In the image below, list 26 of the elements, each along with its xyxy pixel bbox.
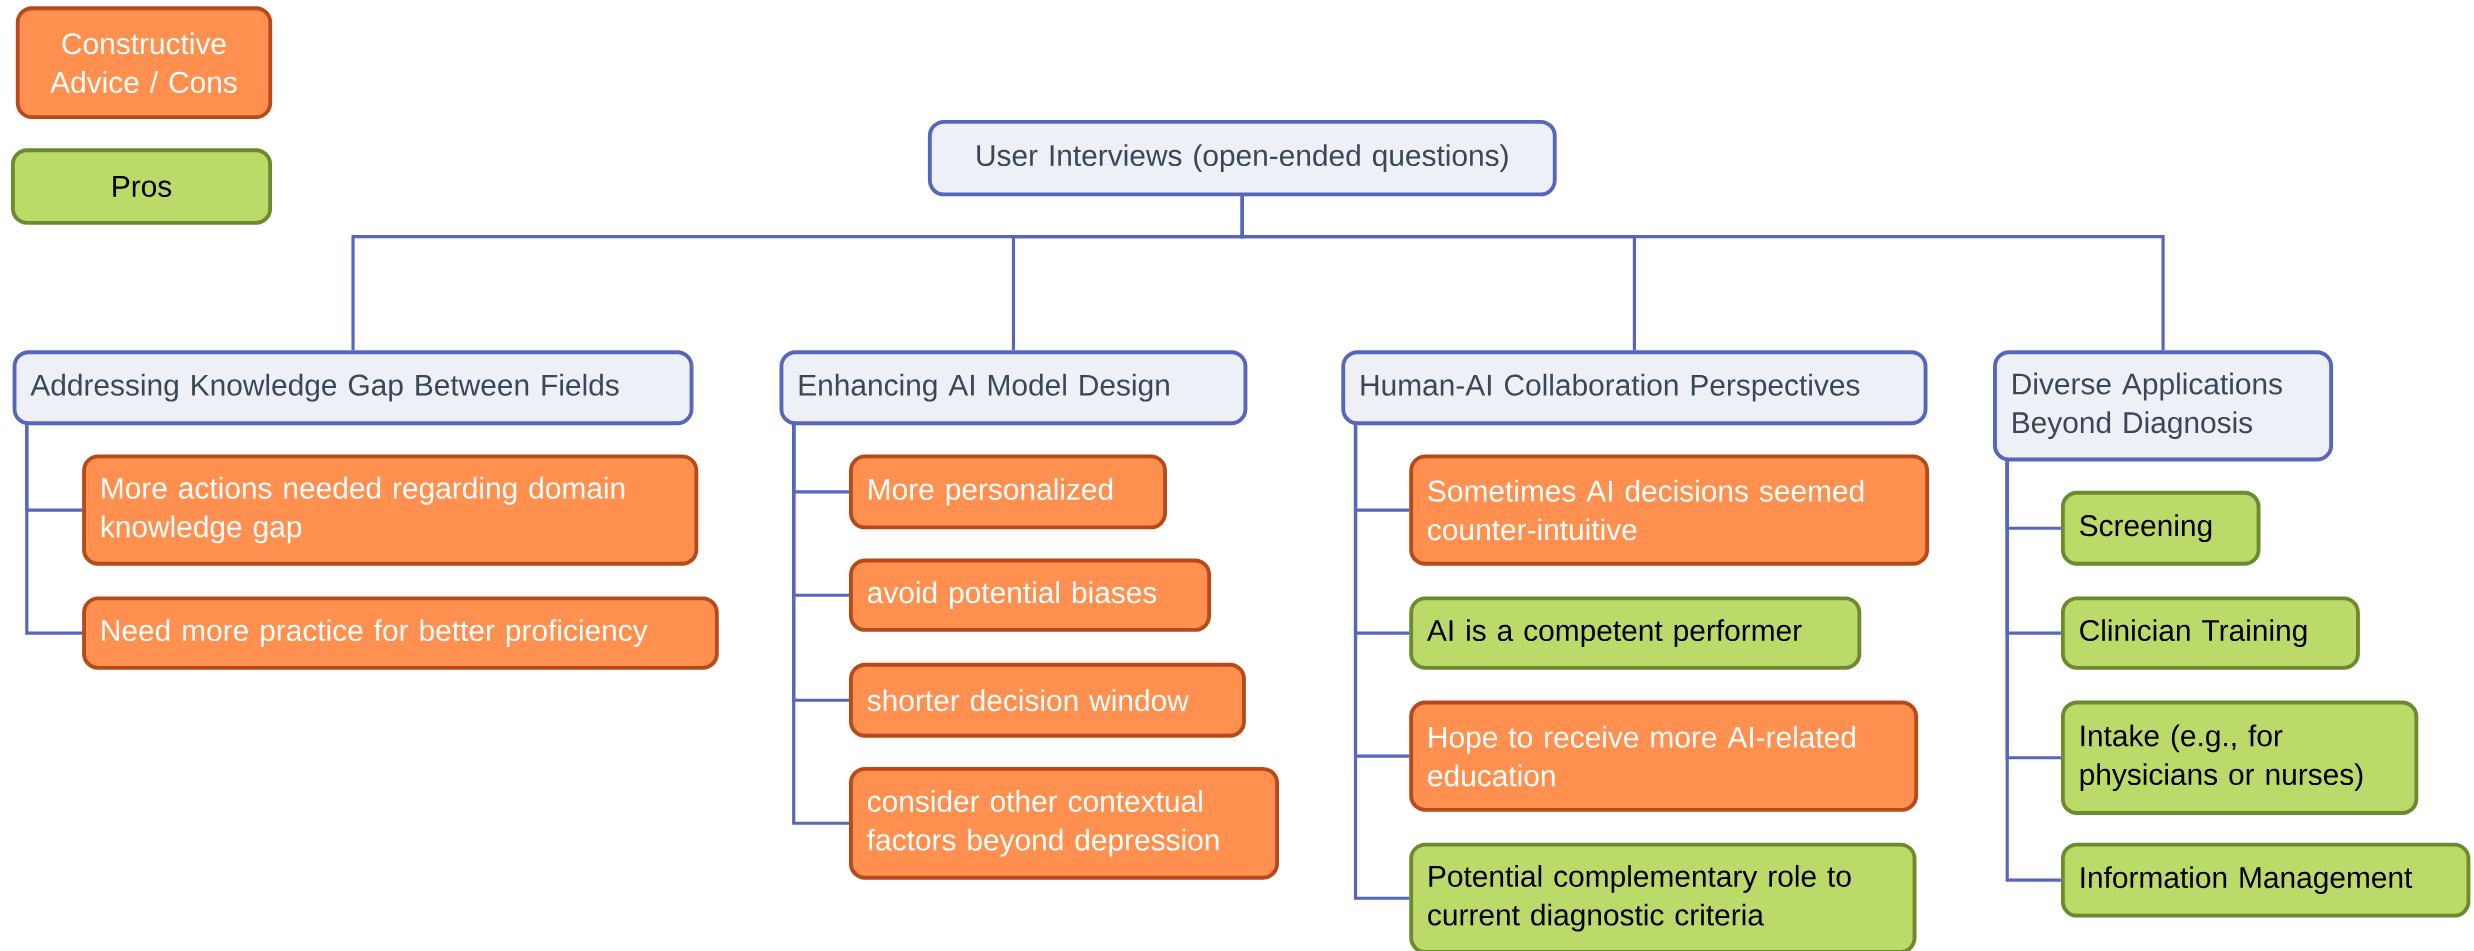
- category-box: Human-AI Collaboration Perspectives: [1341, 350, 1928, 426]
- advice-box: shorter decision window: [849, 662, 1246, 738]
- advice-box: More actions needed regarding domain knowledge gap: [82, 454, 699, 566]
- connector-line: [1240, 196, 2165, 351]
- connector-line: [25, 425, 83, 635]
- pro-box: Intake (e.g., for physicians or nurses): [2060, 700, 2419, 815]
- connector-line: [1353, 425, 1410, 900]
- pro-box: Clinician Training: [2060, 596, 2360, 670]
- category-box: User Interviews (open-ended questions): [927, 119, 1557, 197]
- pro-box: Screening: [2060, 490, 2261, 566]
- category-box: Enhancing AI Model Design: [779, 350, 1248, 426]
- connector-line: [2005, 461, 2061, 882]
- legend-box: Constructive Advice / Cons: [15, 6, 273, 120]
- advice-box: Need more practice for better proficiency: [82, 596, 719, 670]
- legend-box: Pros: [11, 148, 273, 225]
- pro-box: AI is a competent performer: [1409, 596, 1862, 670]
- connector-line: [792, 425, 849, 825]
- advice-box: Hope to receive more AI-related education: [1409, 700, 1919, 812]
- advice-box: Sometimes AI decisions seemed counter-intuitive: [1409, 454, 1930, 566]
- category-box: Diverse Applications Beyond Diagnosis: [1993, 350, 2334, 462]
- advice-box: More personalized: [849, 454, 1167, 530]
- advice-box: consider other contextual factors beyond depression: [849, 766, 1279, 880]
- category-box: Addressing Knowledge Gap Between Fields: [12, 350, 694, 426]
- pro-box: Information Management: [2060, 842, 2471, 918]
- pro-box: Potential complementary role to current diagnostic criteria: [1409, 842, 1917, 951]
- advice-box: avoid potential biases: [849, 558, 1212, 632]
